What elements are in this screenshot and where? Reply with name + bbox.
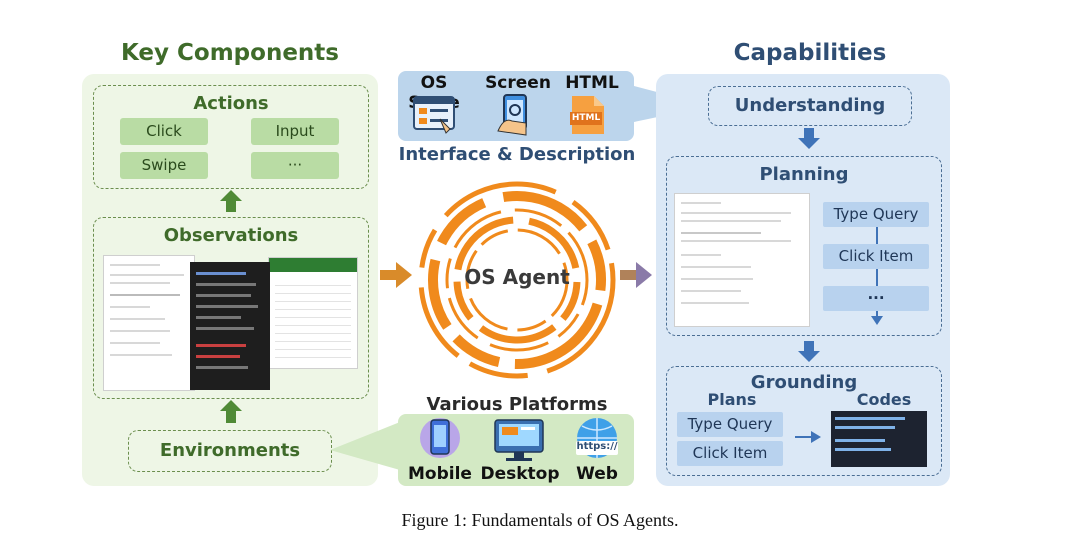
grounding-title: Grounding [750, 372, 858, 393]
web-icon-text: https:// [576, 441, 618, 452]
grounding-plan-click-item: Click Item [677, 441, 783, 466]
arrow-right-icon [620, 262, 652, 288]
arrow-up-icon [220, 400, 242, 411]
plan-step-click-item: Click Item [823, 244, 929, 269]
html-label: HTML [565, 73, 619, 93]
desktop-spreadsheet-thumbnail [268, 257, 358, 369]
environments-box [128, 430, 332, 472]
arrow-right-icon [795, 431, 821, 443]
screen-icon [497, 94, 527, 136]
html-file-icon [570, 96, 604, 134]
arrow-up-icon [220, 190, 242, 201]
grounding-plan-type-query: Type Query [677, 412, 783, 437]
platforms-connector [330, 422, 400, 470]
html-icon-text: HTML [571, 113, 601, 123]
interface-caption: Interface & Description [398, 144, 636, 165]
key-components-title: Key Components [121, 40, 339, 66]
os-state-icon [413, 96, 455, 134]
actions-box [93, 85, 369, 189]
figure-caption: Figure 1: Fundamentals of OS Agents. [401, 510, 679, 530]
web-screenshot-thumbnail [103, 255, 195, 391]
environments-title: Environments [159, 440, 301, 461]
mobile-icon [420, 418, 460, 458]
planning-title: Planning [759, 164, 849, 185]
planning-box [666, 156, 942, 336]
arrow-right-icon [380, 262, 412, 288]
action-click: Click [120, 118, 208, 145]
platform-web-label: Web [576, 464, 618, 484]
action-swipe: Swipe [120, 152, 208, 179]
code-snippet-block [831, 411, 927, 467]
arrow-down-icon [871, 316, 883, 325]
web-globe-icon [576, 418, 618, 458]
grounding-box [666, 366, 942, 476]
planning-screenshot-thumbnail [674, 193, 810, 327]
platform-mobile-label: Mobile [408, 464, 472, 484]
platforms-title: Various Platforms [426, 394, 608, 415]
action-more: ··· [251, 152, 339, 179]
plans-label: Plans [707, 390, 757, 409]
observations-box [93, 217, 369, 399]
screen-label: Screen [485, 73, 551, 93]
platform-desktop-label: Desktop [480, 464, 560, 484]
capabilities-title: Capabilities [733, 40, 887, 66]
action-input: Input [251, 118, 339, 145]
codes-label: Codes [856, 390, 912, 409]
observations-title: Observations [163, 225, 299, 246]
mobile-screenshot-thumbnail [190, 262, 270, 390]
actions-title: Actions [193, 93, 269, 114]
arrow-down-icon [798, 138, 820, 149]
plan-step-type-query: Type Query [823, 202, 929, 227]
os-agent-ring-icon [418, 181, 616, 379]
arrow-down-icon [798, 351, 820, 362]
plan-step-more: ··· [823, 286, 929, 311]
understanding-box [708, 86, 912, 126]
desktop-icon [494, 419, 544, 461]
os-agent-label: OS Agent [464, 265, 570, 289]
understanding-title: Understanding [734, 95, 886, 116]
